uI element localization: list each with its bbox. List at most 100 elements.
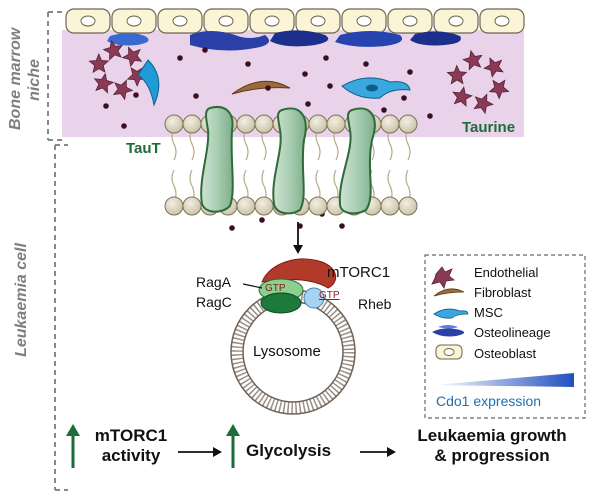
glycolysis-label: Glycolysis — [246, 441, 332, 460]
taurine-label: Taurine — [462, 119, 516, 136]
taurine-dot — [323, 55, 329, 61]
rheb-protein — [303, 287, 325, 309]
endothelial-cell — [93, 72, 115, 94]
lipid-head — [236, 196, 256, 216]
lipid-head — [254, 196, 274, 216]
taurine-dot — [245, 61, 251, 67]
lipid-head — [308, 114, 328, 134]
lipid-head — [236, 114, 256, 134]
cdo1-gradient-bar — [434, 373, 574, 387]
taurine-dot — [103, 103, 109, 109]
mtorc1-activity-line-1: mTORC1 — [94, 426, 168, 445]
osteoblast-cell — [433, 8, 479, 34]
taurine-dot — [265, 85, 271, 91]
region-brackets — [47, 11, 68, 491]
mtorc1-complex — [261, 258, 337, 289]
taurine-dot — [229, 225, 235, 231]
osteoblast-cell — [295, 8, 341, 34]
lipid-head — [182, 114, 202, 134]
endothelial-cell — [452, 86, 473, 107]
taurine-dot — [401, 95, 407, 101]
taurine-dot — [121, 123, 127, 129]
gtp-label-raga: GTP — [265, 283, 286, 294]
taut-label: TauT — [126, 140, 161, 157]
growth-label: Leukaemia growth & progression — [402, 426, 582, 466]
osteoblast-cell — [479, 8, 525, 34]
taurine-dot — [427, 113, 433, 119]
up-arrow-mtorc1 — [66, 424, 80, 468]
osteoblast-cell — [111, 8, 157, 34]
transport-arrow — [293, 222, 303, 254]
endothelial-cell — [121, 46, 143, 68]
fibroblast-icon — [433, 288, 465, 297]
osteoblast-cell — [157, 8, 203, 34]
taut-transporters — [200, 106, 376, 215]
taurine-dot — [381, 107, 387, 113]
lipid-head — [398, 114, 418, 134]
lipid-head — [380, 196, 400, 216]
osteolineage-icon — [432, 325, 465, 337]
cdo1-expression-label: Cdo1 expression — [436, 393, 542, 409]
niche-label-line-2: niche — [26, 59, 43, 101]
msc-icon — [433, 308, 469, 319]
lipid-head — [380, 114, 400, 134]
osteoblast-row — [65, 8, 525, 34]
fibroblast-cell — [231, 80, 291, 95]
rheb-label: Rheb — [358, 296, 392, 312]
endothelial-icon — [431, 266, 455, 289]
taurine-dot — [177, 55, 183, 61]
taurine-dot — [327, 83, 333, 89]
lipid-head — [182, 196, 202, 216]
lysosome-label: Lysosome — [253, 343, 321, 360]
arrow-glycolysis-to-growth — [360, 447, 396, 457]
mtorc1-label: mTORC1 — [327, 264, 391, 281]
endothelial-cell — [462, 49, 483, 71]
osteoblast-cell — [249, 8, 295, 34]
niche-label-line-1: Bone marrow — [7, 27, 24, 130]
taurine-dot — [339, 223, 345, 229]
lipid-head — [308, 196, 328, 216]
legend-osteoblast: Osteoblast — [474, 346, 537, 361]
lipid-head — [164, 114, 184, 134]
growth-line-1: Leukaemia growth — [417, 426, 567, 445]
msc-cell-right — [341, 77, 411, 99]
taurine-dot — [305, 101, 311, 107]
legend-osteolineage: Osteolineage — [474, 325, 551, 340]
endothelial-cell — [88, 53, 110, 74]
taurine-dot — [202, 47, 208, 53]
gtp-label-rheb: GTP — [319, 290, 340, 301]
ragc-protein — [260, 292, 302, 314]
endothelial-cluster-right — [446, 49, 510, 115]
osteoblast-cell — [203, 8, 249, 34]
growth-line-2: & progression — [434, 446, 550, 465]
endothelial-cell — [102, 39, 124, 61]
endothelial-cell — [483, 57, 504, 78]
niche-side-label: Bone marrow niche — [6, 27, 46, 130]
taurine-dot — [259, 217, 265, 223]
lipid-head — [398, 196, 418, 216]
ragc-label: RagC — [196, 294, 232, 310]
taurine-dot — [363, 61, 369, 67]
endothelial-cell — [112, 79, 134, 101]
arrow-mtorc1-to-glycolysis — [178, 447, 222, 457]
mtorc1-activity-label: mTORC1 activity — [86, 426, 176, 466]
up-arrow-glycolysis — [226, 424, 240, 468]
endothelial-cell — [446, 64, 468, 85]
mtorc1-activity-line-2: activity — [101, 446, 161, 465]
osteoblast-cell — [341, 8, 387, 34]
endothelial-cell — [473, 93, 494, 115]
taurine-dot — [193, 93, 199, 99]
lipid-head — [326, 114, 346, 134]
raga-label: RagA — [196, 274, 232, 290]
raga-pointer — [242, 283, 263, 289]
osteolineage-cells — [107, 30, 461, 51]
cell-side-label: Leukaemia cell — [13, 243, 30, 357]
taurine-dot — [407, 69, 413, 75]
legend-box — [424, 254, 586, 419]
legend-endothelial: Endothelial — [474, 265, 539, 280]
endothelial-cluster-left — [88, 39, 148, 101]
taurine-dot — [302, 71, 308, 77]
osteoblast-icon — [435, 344, 463, 360]
legend-fibroblast: Fibroblast — [474, 285, 532, 300]
